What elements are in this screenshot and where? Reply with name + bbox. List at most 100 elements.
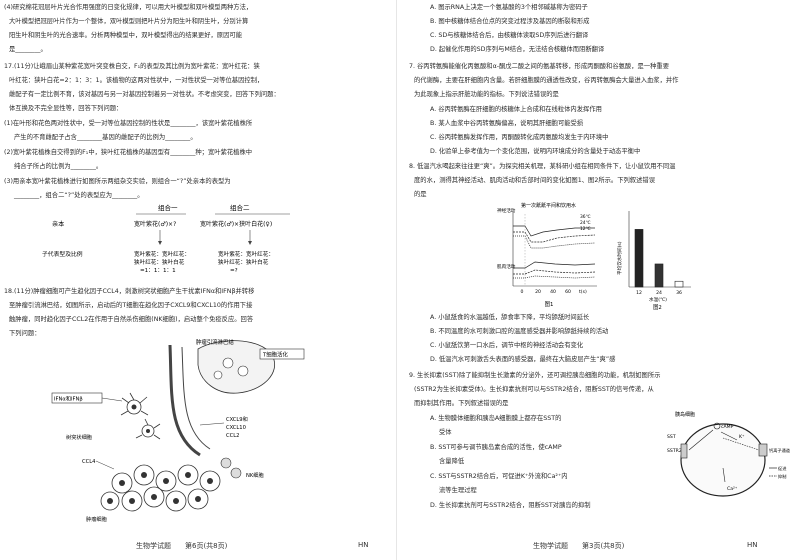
nk-label: NK细胞 (246, 471, 264, 479)
key-promote-label: 促进 (778, 465, 787, 472)
q7-option-a: A. 谷丙转氨酶在肝细胞的核糖体上合成和在线粒体内发挥作用 (430, 106, 602, 113)
camp-label: cAMP (721, 424, 734, 430)
q9-line-3: 而抑制其作用。下列叙述错误的是 (414, 400, 509, 407)
fig1-tick-20: 20 (535, 289, 541, 295)
combo-1-result-3: =1：1：1：1 (140, 268, 176, 274)
q9-line-2: (SSTR2为生长抑素受体)。生长抑素抗剂可以与SSTR2结合，阻断SST的信号… (414, 386, 654, 393)
footer-subject: 生物学试题 (136, 542, 171, 550)
fig2-tick-24: 24 (656, 290, 662, 296)
q7-line-2: 的代谢酶，主要在肝细胞内含量。若肝细胞膜的通透性改变，谷丙转氨酶会大量进入血浆，… (414, 77, 679, 84)
q18-line-2: 至肿瘤引流淋巴结，如图所示，启动后的T细胞在趋化因子CXCL9和CXCL10的作… (9, 302, 253, 309)
page-fold (396, 0, 397, 560)
t-cell (213, 370, 223, 380)
q17-sub1-line-2: 产生的不育雌配子占含________基因的雌配子的比例为________。 (14, 134, 197, 141)
q16-line-1: (4)研究棉花冠层叶片光合作用强度的日变化规律，可以用大叶模型和双叶模型两种方法… (4, 4, 253, 11)
fig2-ylabel: 平均饮水时间(s) (616, 241, 623, 275)
q17-sub3-line-1: (3)用亲本宽叶紫花植株进行如图所示两组杂交实验，则组合一“?”处亲本的表型为 (4, 178, 231, 185)
fig2-tick-12: 12 (636, 290, 642, 296)
fig1-legend-12c: 12℃ (580, 226, 591, 232)
tumor-label: 肿瘤细胞 (86, 515, 107, 523)
fig1-muscle-trace-2 (513, 269, 596, 275)
signal-arrow-1 (688, 429, 714, 451)
footer-code: HN (747, 541, 758, 549)
q7-option-b: B. 某人血浆中谷丙转氨酶偏高，说明其肝细胞可能受损 (430, 120, 584, 127)
signal-arrow-3 (722, 437, 760, 451)
q9-option-a-line-2: 受体 (439, 429, 452, 436)
q6-option-b: B. 图中核糖体结合位点的突变过程涉及基因的断裂和形成 (430, 18, 590, 25)
q9-option-b-line-1: B. SST可参与调节胰岛素合成的活性，使cAMP (430, 444, 562, 451)
fig1-muscle-trace-3 (513, 275, 596, 279)
q16-line-4: 是________。 (9, 46, 47, 53)
q9-islet-diagram: 胰岛细胞 SST SSTR2 cAMP K⁺ Ca²⁺ 钙离子通道 促进 抑制 (667, 411, 791, 497)
q8-option-a: A. 小鼠舐食的水温越低，舔食率下降，平均舔舐时间延长 (430, 314, 590, 321)
q9-option-c-line-2: 流等生理过程 (439, 487, 477, 494)
t-activation-box (259, 348, 305, 360)
q17-line-2: 叶红花：狭叶白花=2：1：3：1。该植物的这两对性状中，一对性状受一对等位基因控… (9, 77, 264, 84)
fig1-tick-0: 0 (521, 289, 524, 295)
ccl2-label: CCL2 (226, 433, 239, 439)
footer-page: 第3页(共8页) (582, 542, 625, 550)
q7-option-d: D. 化验单上参考值为一个变化范围，说明内环境成分的含量处于动态平衡中 (430, 148, 641, 155)
islet-cell-membrane (680, 423, 766, 497)
combo-2-result-3: =? (230, 268, 238, 274)
ifn-pointer (101, 397, 123, 402)
fig1-ylabel-2: 肌肉活动 (497, 263, 516, 270)
fig1-muscle-trace-1 (513, 261, 596, 269)
q9-option-c-line-1: C. SST与SSTR2结合后，可促进K⁺外流和Ca²⁺内 (430, 473, 568, 480)
fig2-bar-12 (634, 229, 644, 288)
q7-line-3: 为此现象上指示肝脏功能的指标。下列说法错误的是 (414, 91, 559, 98)
t-cell (237, 365, 249, 377)
lymph-node-label: 肿瘤引流淋巴结 (196, 338, 234, 346)
cross-diagram: 组合一 组合二 亲本 宽叶紫花(♂)×? 宽叶紫花(♂)×狭叶白花(♀) 子代表… (42, 203, 290, 274)
islet-title: 胰岛细胞 (675, 411, 695, 418)
fig1-title: 第一次舐舐平间和饮用水 (521, 202, 576, 209)
q9-option-b-line-2: 含量降低 (439, 458, 465, 465)
tumor-mass (100, 464, 221, 512)
fig1-ylabel: 神经活动 (497, 207, 516, 214)
cxcl10-label: CXCL10 (226, 425, 246, 431)
q7-line-1: 7. 谷丙转氨酶能催化丙氨酸和α-酮戊二酸之间的氨基转移，形成丙酮酸和谷氨酸，是… (409, 63, 670, 70)
q8-figure-1: 第一次舐舐平间和饮用水 神经活动 肌肉活动 36℃ 24℃ 12℃ 0 20 4… (497, 202, 597, 308)
fig1-legend-24c: 24℃ (580, 220, 591, 226)
q8-line-3: 的是 (414, 191, 427, 198)
dendritic-cell-1 (120, 392, 149, 416)
lymph-node-shape (197, 340, 275, 394)
q17-sub3-line-2: ________，组合二“?”处的表型应为________。 (14, 192, 144, 199)
dendritic-cell-label: 树突状细胞 (66, 433, 92, 441)
q8-line-1: 8. 低温汽水喝起来往往更“爽”。为探究相关机理，某科研小组在相同条件下，让小鼠… (409, 163, 676, 170)
ifn-label: IFNα和IFNβ (54, 395, 83, 403)
ccl4-pointer (95, 460, 115, 470)
q18-line-4: 下列问题： (9, 330, 41, 337)
sstr2-receptor (680, 443, 688, 459)
signal-arrow-4 (722, 467, 726, 483)
q17-sub2-line-2: 纯合子所占的比例为________。 (14, 163, 103, 170)
q17-sub1-line-1: (1)在叶形和花色两对性状中，受一对等位基因控制的性状是________，该宽叶… (4, 120, 253, 127)
q9-line-1: 9. 生长抑素(SST)除了能抑制生长激素的分泌外，还可调控胰岛细胞的功能，机制… (409, 372, 661, 379)
exam-page-left: (4)研究棉花冠层叶片光合作用强度的日变化规律，可以用大叶模型和双叶模型两种方法… (4, 4, 369, 550)
combo-2-label: 组合二 (230, 203, 250, 212)
q17-line-3: 雌配子有一定比例不育，该对基因与另一对基因控制着另一对性状。不考虑突变，回答下列… (9, 91, 280, 98)
vessel-left-wall (168, 344, 201, 457)
fig2-bars (634, 229, 684, 288)
q8-option-b: B. 不同温度的水可刺激口腔的温度感受器并影响舔舐持续的活动 (430, 328, 609, 335)
q18-line-3: 触肿瘤，同时趋化因子CCL2在作用于自然杀伤细胞(NK细胞)，启动整个免疫反应。… (9, 316, 254, 323)
vessel-right-wall (181, 346, 211, 450)
fig1-trace-12c (513, 235, 596, 249)
ccl4-label: CCL4 (82, 459, 96, 465)
combo-1-result-1: 宽叶紫花：宽叶红花： (134, 250, 190, 258)
q6-option-c: C. SD与核糖体结合后，由核糖体读取SD序列后进行翻译 (430, 32, 589, 39)
dendritic-cell-2 (135, 418, 161, 440)
combo-1-label: 组合一 (158, 203, 178, 212)
q17-line-1: 17.(11分)让峨眉山某种紫花宽叶突变株自交，F₁的表型及其比例为宽叶紫花：宽… (4, 63, 260, 70)
q17-line-4: 体互换及不完全显性等，回答下列问题： (9, 105, 123, 112)
calcium-channel-label: 钙离子通道 (769, 447, 791, 454)
key-inhibit-label: 抑制 (778, 473, 786, 480)
q6-option-d: D. 起催化作用的SD序列与M结合，无法结合核糖体而阻断翻译 (430, 46, 605, 53)
footer-code: HN (358, 541, 369, 549)
q9-option-a-line-1: A. 生物膜体细胞和胰岛A细胞膜上都存在SST的 (430, 415, 562, 422)
combo-2-parents: 宽叶紫花(♂)×狭叶白花(♀) (200, 220, 272, 228)
fig1-trace-24c (513, 231, 596, 243)
fig2-bar-24 (654, 263, 664, 288)
